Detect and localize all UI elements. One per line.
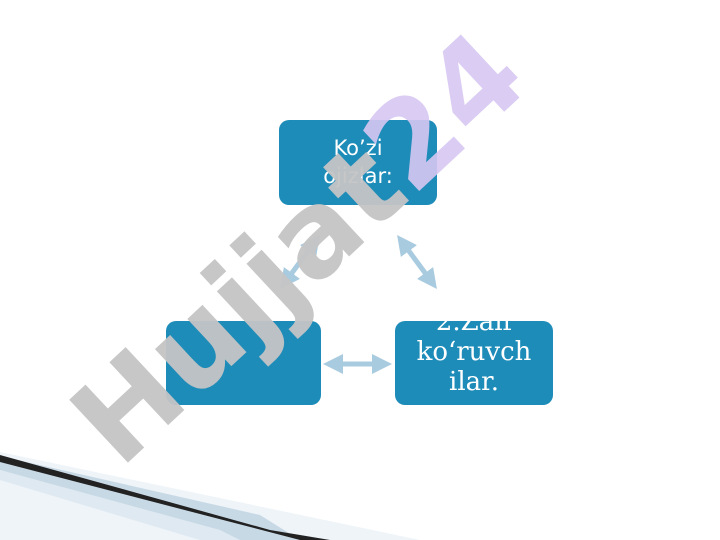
node-low-vision: 2.Zaif ko‘ruvch ilar. bbox=[395, 321, 553, 405]
double-arrow-icon bbox=[397, 234, 437, 290]
node-left-empty bbox=[166, 321, 321, 405]
node-top-line-2: ojizlar: bbox=[323, 164, 393, 188]
svg-text:Hujjat24: Hujjat24 bbox=[45, 5, 552, 491]
double-arrow-icon bbox=[280, 234, 320, 290]
node-top-line-1: Ko’zi bbox=[333, 136, 383, 160]
node-right-line-1: 2.Zaif bbox=[435, 321, 513, 337]
node-right-line-3: ilar. bbox=[449, 367, 499, 397]
node-right-line-2: ko‘ruvch bbox=[416, 337, 532, 367]
node-visually-impaired: Ko’zi ojizlar: bbox=[279, 120, 437, 205]
